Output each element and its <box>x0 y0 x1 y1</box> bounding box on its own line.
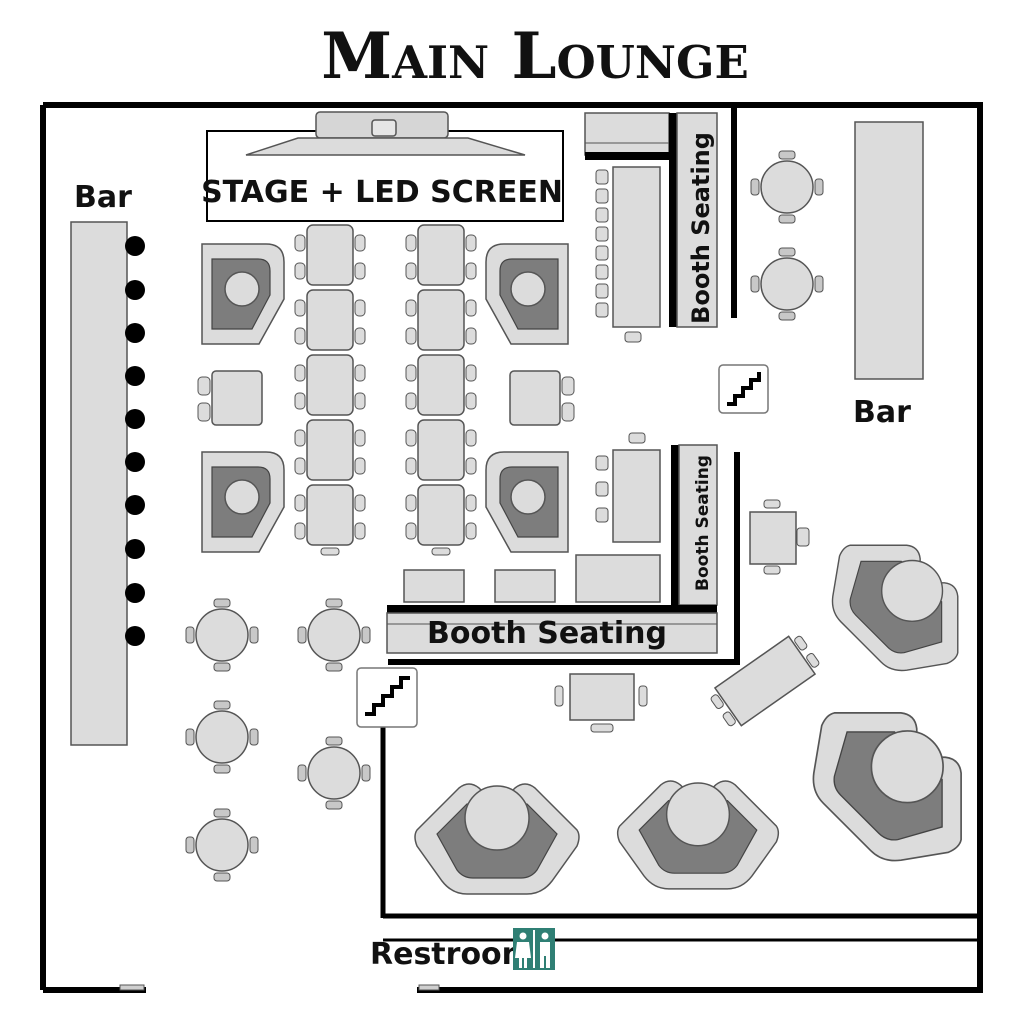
restroom-icon <box>513 928 555 970</box>
bar-stool <box>125 409 145 429</box>
round-table <box>297 598 371 672</box>
lounge-booth <box>812 712 962 862</box>
bar-stool <box>125 583 145 603</box>
lounge-booth <box>616 780 780 890</box>
square-tables <box>197 370 575 426</box>
outer-walls <box>40 102 983 993</box>
lounge-booths <box>414 544 962 895</box>
long-table-section <box>294 419 366 481</box>
stool <box>595 283 609 299</box>
stool <box>595 507 609 523</box>
bar-stools <box>125 236 145 646</box>
bar-right-label: Bar <box>853 395 911 430</box>
corner-booths <box>201 243 569 553</box>
rect-table <box>710 635 820 727</box>
booth-top-label: Booth Seating <box>687 132 715 324</box>
corner-booth <box>201 243 285 345</box>
restroom-label: Restroom <box>370 937 533 972</box>
stairs-icon <box>356 667 418 728</box>
round-tables <box>185 150 824 882</box>
stage: STAGE + LED SCREEN <box>201 111 564 222</box>
round-table <box>185 808 259 882</box>
stool <box>595 302 609 318</box>
stage-label: STAGE + LED SCREEN <box>201 175 563 210</box>
round-table <box>297 736 371 810</box>
bar-stool <box>125 366 145 386</box>
stool <box>595 188 609 204</box>
bar-stool <box>125 495 145 515</box>
stairs-icon <box>718 364 769 414</box>
bar-stool <box>125 236 145 256</box>
long-table-section <box>405 354 477 416</box>
long-table-section <box>405 224 477 286</box>
bar-left-label: Bar <box>74 180 132 215</box>
long-table-section <box>405 484 477 546</box>
stool <box>595 245 609 261</box>
long-table-section <box>405 289 477 351</box>
booth-bottom-label: Booth Seating <box>427 616 667 651</box>
square-table <box>509 370 575 426</box>
round-table <box>185 700 259 774</box>
stool <box>595 264 609 280</box>
bar-left: Bar <box>70 180 145 746</box>
restroom: Restroom <box>370 928 555 972</box>
rect-table <box>749 499 810 575</box>
bar-right: Bar <box>853 121 924 430</box>
long-table-section <box>405 419 477 481</box>
long-table-section <box>294 354 366 416</box>
bar-stool <box>125 280 145 300</box>
booth-seating-top: Booth Seating <box>584 112 718 343</box>
long-tables <box>294 224 477 556</box>
door-marks <box>119 984 440 991</box>
long-table-section <box>294 484 366 546</box>
stool <box>595 455 609 471</box>
lounge-booth <box>831 544 959 672</box>
booth-seating-bottom: Booth Seating <box>386 605 718 654</box>
long-table-section <box>294 289 366 351</box>
round-table <box>185 598 259 672</box>
long-table-section <box>294 224 366 286</box>
stool <box>595 207 609 223</box>
corner-booth <box>485 243 569 345</box>
stool <box>595 226 609 242</box>
rect-table <box>554 673 648 733</box>
stool <box>595 481 609 497</box>
page-title: Main Lounge <box>321 19 749 94</box>
stool <box>595 169 609 185</box>
inner-walls <box>380 107 980 942</box>
booth-mid-label: Booth Seating <box>693 455 713 591</box>
lounge-booth <box>414 783 580 895</box>
square-table <box>197 370 263 426</box>
corner-booth <box>201 451 285 553</box>
bar-stool <box>125 323 145 343</box>
bar-stool <box>125 626 145 646</box>
bar-stool <box>125 452 145 472</box>
bar-stool <box>125 539 145 559</box>
round-table <box>750 150 824 224</box>
rect-tables <box>554 499 820 733</box>
booth-seating-mid: Booth Seating <box>403 432 718 606</box>
corner-booth <box>485 451 569 553</box>
round-table <box>750 247 824 321</box>
